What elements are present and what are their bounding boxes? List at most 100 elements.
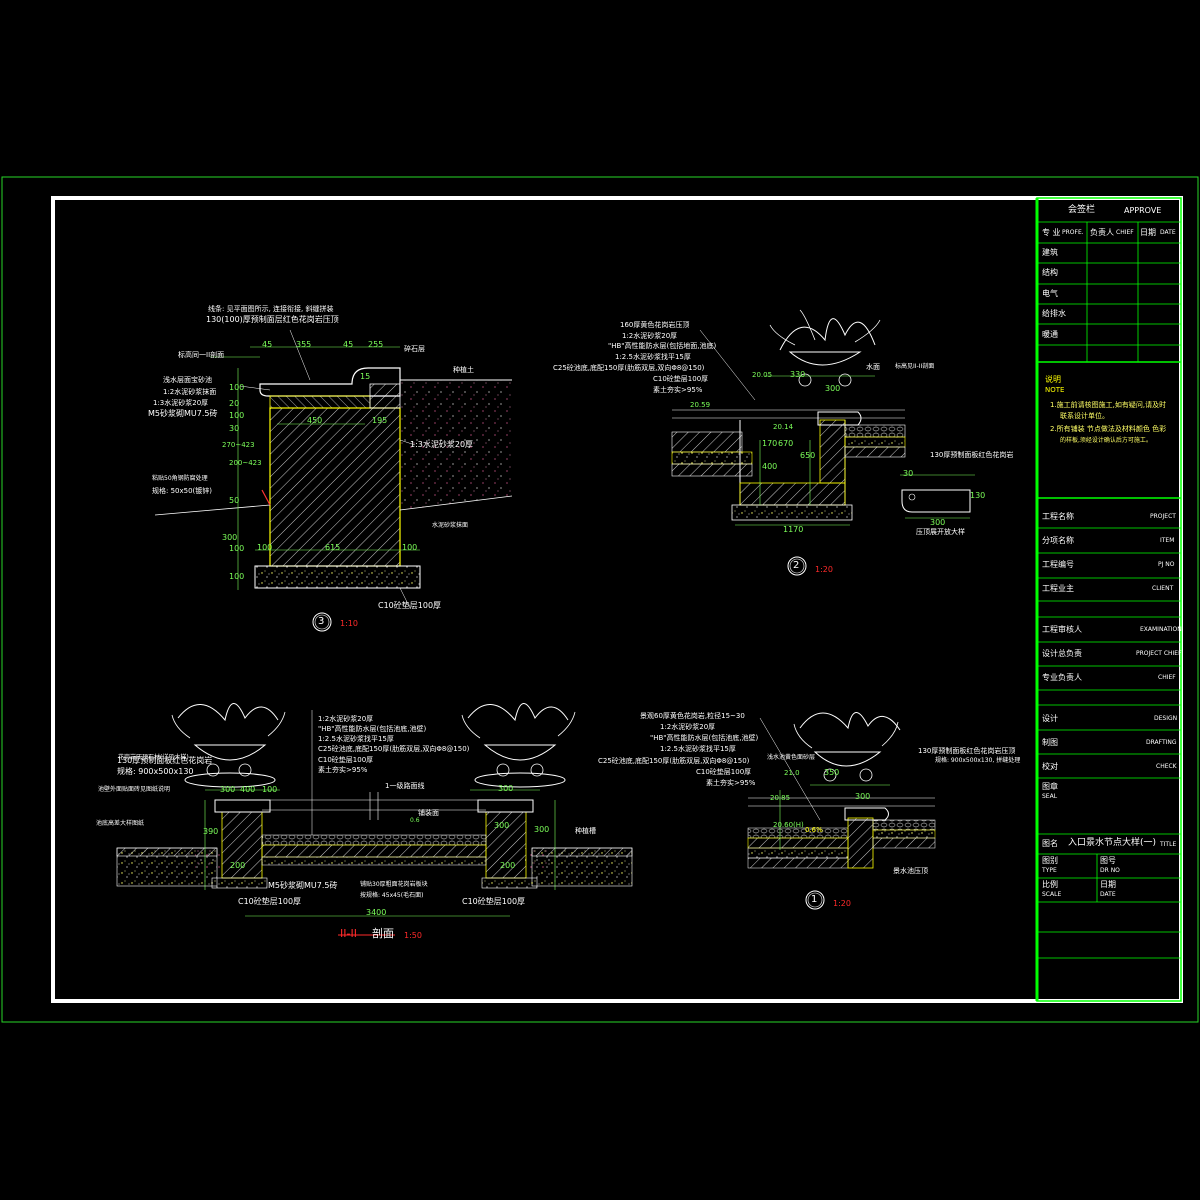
note-cn: 说明 (1045, 375, 1061, 384)
d3-label-1: 130(100)厚预制面层红色花岗岩压顶 (206, 315, 339, 324)
detail-1-marker (805, 890, 825, 910)
d2-label-1: 1:2水泥砂浆20厚 (622, 332, 678, 340)
type-en: TYPE (1042, 867, 1057, 874)
field-item-cn: 分项名称 (1042, 536, 1074, 545)
staff-design-en: DESIGN (1154, 715, 1178, 722)
d3-label-7: 粘贴50角钢防腐处理 (152, 475, 208, 482)
d2-label-0: 160厚黄色花岗岩压顶 (620, 321, 690, 329)
sec-label-4: 池底高差大样图纸 (96, 820, 145, 827)
discipline-1: 结构 (1042, 268, 1058, 277)
d3-label-8: 规格: 50x50(镀锌) (152, 487, 213, 495)
drawing-title-value: 入口景水节点大样(一) (1068, 838, 1157, 848)
d1-label-7: 浅水池黄色面砂层 (767, 754, 816, 761)
d2-dim-7: 170 (762, 439, 778, 448)
d2-label-4: C25砼池底,底配150厚(肋筋双层,双向Φ8@150) (553, 364, 705, 372)
staff-check-en: CHECK (1156, 763, 1177, 770)
discipline-3: 给排水 (1042, 309, 1066, 318)
d1-label-0: 景观60厚黄色花岗岩,粒径15~30 (640, 712, 745, 720)
detail-3-drawing (154, 329, 513, 609)
d3-dim-9: 30 (229, 424, 240, 433)
header-chief-en: CHIEF (1116, 229, 1134, 236)
field-project-en: PROJECT (1150, 513, 1176, 520)
sec-dim-7: 200 (230, 861, 246, 870)
staff-chief-en: CHIEF (1158, 674, 1176, 681)
d3-dim-12: 50 (229, 496, 240, 505)
sec-label-16: 按规格: 45x45(毛石面) (360, 892, 424, 899)
sec-label-14: 种植槽 (575, 827, 596, 835)
field-pjno-cn: 工程编号 (1042, 560, 1074, 569)
d2-dim-1: 330 (790, 370, 806, 379)
d3-number: 3 (318, 616, 325, 627)
sec-dim-4: 300 (534, 825, 550, 834)
d3-dim-6: 450 (307, 416, 323, 425)
note-en: NOTE (1045, 386, 1065, 394)
staff-examination-en: EXAMINATION (1140, 626, 1182, 633)
d1-label-9: 规格: 900x500x130, 拼缝处理 (935, 757, 1021, 764)
d2-dim-2: 300 (825, 384, 841, 393)
d3-dim-4: 100 (229, 383, 245, 392)
d1-dim-4: 300 (855, 792, 871, 801)
d3-dim-10: 270~423 (222, 441, 255, 449)
sec-label-9: 1:2.5水泥砂浆找平15厚 (318, 735, 394, 743)
d3-label-9: 1:3水泥砂浆20厚 (410, 440, 474, 449)
d3-dim-1: 355 (296, 340, 312, 349)
detail-2-marker (787, 556, 807, 576)
sec-label-0: 花岗岩压顶石材(详见大样) (118, 754, 189, 761)
staff-examination-cn: 工程审核人 (1042, 625, 1082, 634)
drawing-title-en: TITLE (1160, 841, 1177, 848)
d1-dim-5: 350 (824, 768, 840, 777)
d2-dim-9: 1170 (783, 525, 804, 534)
d2-scale: 1:20 (815, 565, 833, 574)
d2-dim-0: 20.05 (752, 371, 773, 379)
field-project-cn: 工程名称 (1042, 512, 1074, 521)
section-title: II-II (340, 927, 357, 940)
d2-label-2: "HB"高性能防水层(包括地面,池底) (608, 342, 717, 350)
sec-label-7: 1:2水泥砂浆20厚 (318, 715, 374, 723)
d3-dim-16: 615 (325, 543, 341, 552)
outer-frame (1, 176, 1199, 1023)
d3-dim-18: 100 (229, 544, 245, 553)
d3-label-10: 碎石层 (404, 345, 425, 353)
drno-en: DR NO (1100, 867, 1120, 874)
approve-en: APPROVE (1124, 206, 1162, 215)
detail-1-drawing (747, 712, 936, 869)
section-title-sub: 剖面 (372, 927, 394, 940)
section-scale: 1:50 (404, 931, 422, 940)
d3-dim-0: 45 (262, 340, 273, 349)
scale-en: SCALE (1042, 891, 1062, 898)
section-drawing (116, 703, 633, 936)
d3-dim-3: 255 (368, 340, 384, 349)
d3-dim-17: 100 (402, 543, 418, 552)
drawing-title-label: 图名 (1042, 839, 1058, 848)
sec-label-5: M5砂浆砌MU7.5砖 (268, 881, 338, 890)
header-chief-cn: 负责人 (1090, 228, 1114, 237)
d2-label-7: 水面 (866, 363, 880, 371)
d2-label-3: 1:2.5水泥砂浆找平15厚 (615, 353, 691, 361)
d3-dim-8: 195 (372, 416, 388, 425)
d2-label-5: C10砼垫层100厚 (653, 375, 709, 383)
sec-label-12: 素土夯实>95% (318, 766, 368, 774)
staff-design-cn: 设计 (1042, 714, 1058, 723)
d3-dim-11: 200~423 (229, 459, 262, 467)
discipline-2: 电气 (1042, 289, 1058, 298)
d1-dim-1: 20.85 (770, 794, 791, 802)
sec-label-6: C10砼垫层100厚 (238, 897, 302, 906)
scale-cn: 比例 (1042, 880, 1058, 889)
d2-dim-6: 400 (762, 462, 778, 471)
d1-dim-0: 21.0 (784, 769, 800, 777)
d1-label-10: 景水池压顶 (893, 867, 928, 875)
header-major-cn: 专 业 (1042, 228, 1061, 237)
header-date-en: DATE (1160, 229, 1176, 236)
detail-3-marker (312, 612, 332, 632)
d2-label-6: 素土夯实>95% (653, 386, 703, 394)
d3-dim-19: 15 (360, 372, 371, 381)
d3-dim-2: 45 (343, 340, 354, 349)
staff-seal-en: SEAL (1042, 793, 1058, 800)
d1-scale: 1:20 (833, 899, 851, 908)
note-line-3: 的样板,须经设计确认后方可施工。 (1060, 437, 1152, 444)
sec-dim-3: 300 (498, 784, 514, 793)
sec-label-15: 铺贴30厚粗面花岗岩板块 (360, 881, 428, 888)
sec-label-3: 池壁外面贴面砖见图纸说明 (98, 786, 171, 793)
sec-dim-1: 400 (240, 785, 256, 794)
